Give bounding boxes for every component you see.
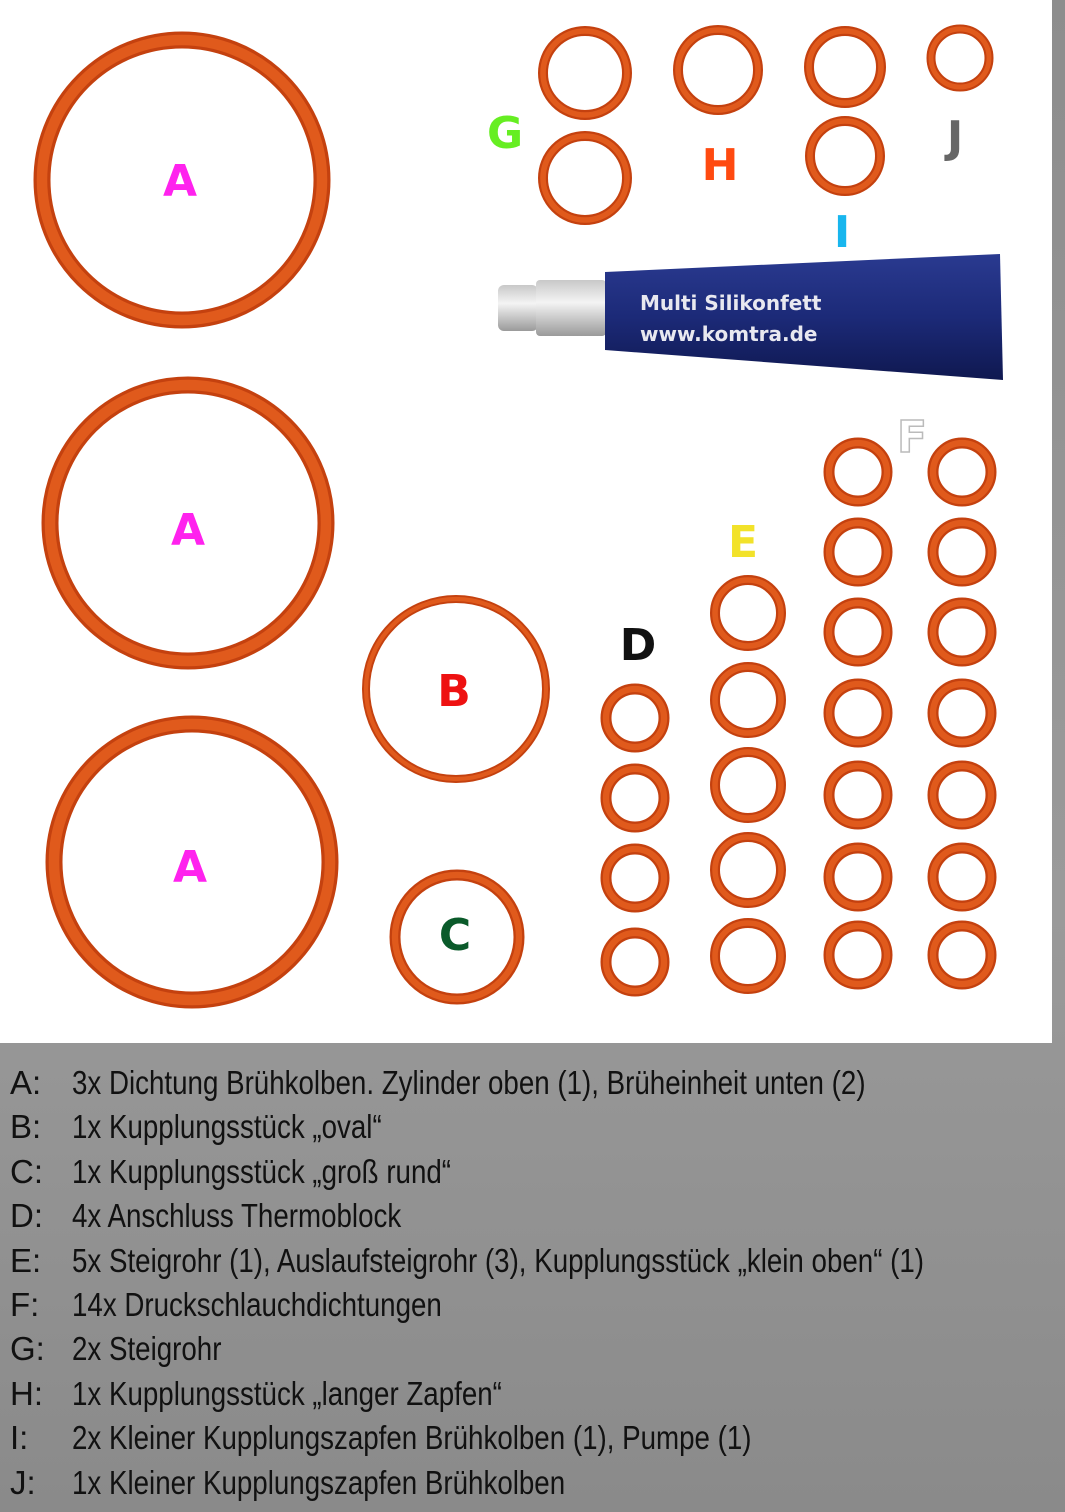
o-ring-a: [45, 715, 339, 1009]
legend-text: 1x Kleiner Kupplungszapfen Brühkolben: [72, 1463, 566, 1501]
legend-key: D:: [10, 1197, 43, 1235]
o-ring-e: [710, 662, 786, 738]
o-ring-d: [600, 763, 670, 833]
legend-row: B: 1x Kupplungsstück „oval“: [0, 1108, 1065, 1152]
o-ring-j: [926, 24, 994, 92]
label-f: F: [897, 412, 927, 463]
label-b: B: [437, 666, 471, 717]
label-e: E: [728, 517, 758, 568]
legend-text: 1x Kupplungsstück „oval“: [72, 1108, 382, 1146]
legend-key: I:: [10, 1419, 29, 1457]
o-ring-f: [927, 597, 997, 667]
legend-text: 2x Kleiner Kupplungszapfen Brühkolben (1…: [72, 1419, 752, 1457]
label-g: G: [487, 108, 523, 159]
o-ring-f: [823, 597, 893, 667]
o-ring-e: [710, 747, 786, 823]
tube-body: [605, 254, 1003, 380]
legend-text: 4x Anschluss Thermoblock: [72, 1197, 402, 1235]
o-ring-f: [927, 437, 997, 507]
legend-key: H:: [10, 1374, 43, 1412]
o-ring-a: [41, 376, 335, 670]
legend-text: 2x Steigrohr: [72, 1330, 222, 1368]
tube-text-line2: www.komtra.de: [640, 322, 818, 346]
tube-cap: [536, 280, 606, 336]
o-ring-f: [927, 842, 997, 912]
legend-row: G: 2x Steigrohr: [0, 1330, 1065, 1374]
tube-text-line1: Multi Silikonfett: [640, 291, 822, 315]
o-ring-a: [33, 31, 331, 329]
o-ring-d: [600, 843, 670, 913]
legend-text: 1x Kupplungsstück „langer Zapfen“: [72, 1374, 502, 1412]
o-ring-e: [710, 832, 786, 908]
legend-key: A:: [10, 1064, 42, 1101]
legend-key: J:: [10, 1463, 36, 1501]
legend-text: 1x Kupplungsstück „groß rund“: [72, 1152, 452, 1190]
legend-key: B:: [10, 1108, 42, 1146]
o-ring-d: [600, 683, 670, 753]
o-ring-f: [823, 842, 893, 912]
legend-row: A: 3x Dichtung Brühkolben. Zylinder oben …: [0, 1064, 1065, 1108]
label-j: J: [944, 112, 963, 163]
o-ring-f: [823, 517, 893, 587]
o-ring-f: [927, 678, 997, 748]
o-ring-f: [823, 760, 893, 830]
legend-text: 5x Steigrohr (1), Auslaufsteigrohr (3), …: [72, 1241, 925, 1279]
o-ring-g: [538, 131, 632, 225]
o-ring-c: [389, 869, 525, 1005]
label-a: A: [163, 156, 197, 207]
o-ring-g: [538, 26, 632, 120]
label-c: C: [439, 910, 471, 961]
legend-row: F: 14x Druckschlauchdichtungen: [0, 1286, 1065, 1330]
legend-key: E:: [10, 1241, 42, 1279]
legend-key: F:: [10, 1285, 40, 1323]
legend-text: 3x Dichtung Brühkolben. Zylinder oben (1…: [72, 1064, 866, 1101]
legend-key: G:: [10, 1330, 45, 1368]
label-a: A: [173, 842, 207, 893]
legend-row: D: 4x Anschluss Thermoblock: [0, 1197, 1065, 1241]
label-a: A: [171, 505, 205, 556]
legend-row: H: 1x Kupplungsstück „langer Zapfen“: [0, 1375, 1065, 1419]
label-h: H: [702, 140, 739, 191]
legend-key: C:: [10, 1152, 43, 1190]
label-i: I: [834, 207, 850, 258]
silicone-grease-tube: Multi Silikonfett www.komtra.de: [498, 254, 1003, 380]
legend-row: C: 1x Kupplungsstück „groß rund“: [0, 1153, 1065, 1197]
o-ring-f: [927, 760, 997, 830]
o-ring-f: [927, 920, 997, 990]
label-d: D: [620, 620, 657, 671]
o-ring-i: [805, 116, 885, 196]
o-ring-f: [823, 920, 893, 990]
o-ring-i: [804, 26, 886, 108]
o-ring-d: [600, 927, 670, 997]
o-ring-f: [823, 678, 893, 748]
o-ring-e: [710, 575, 786, 651]
o-ring-h: [673, 25, 763, 115]
o-ring-set-illustration: Multi Silikonfett www.komtra.de A A A B C D E F…: [33, 24, 1003, 1009]
tube-nozzle: [498, 285, 538, 331]
o-ring-e: [710, 918, 786, 994]
o-ring-f: [927, 517, 997, 587]
parts-legend: A: 3x Dichtung Brühkolben. Zylinder oben …: [0, 1064, 1065, 1508]
o-ring-f: [823, 437, 893, 507]
legend-row: E: 5x Steigrohr (1), Auslaufsteigrohr (3)…: [0, 1242, 1065, 1286]
legend-row: J: 1x Kleiner Kupplungszapfen Brühkolben: [0, 1464, 1065, 1508]
legend-row: I: 2x Kleiner Kupplungszapfen Brühkolben …: [0, 1419, 1065, 1463]
legend-text: 14x Druckschlauchdichtungen: [72, 1285, 442, 1323]
o-ring-b: [362, 595, 550, 783]
